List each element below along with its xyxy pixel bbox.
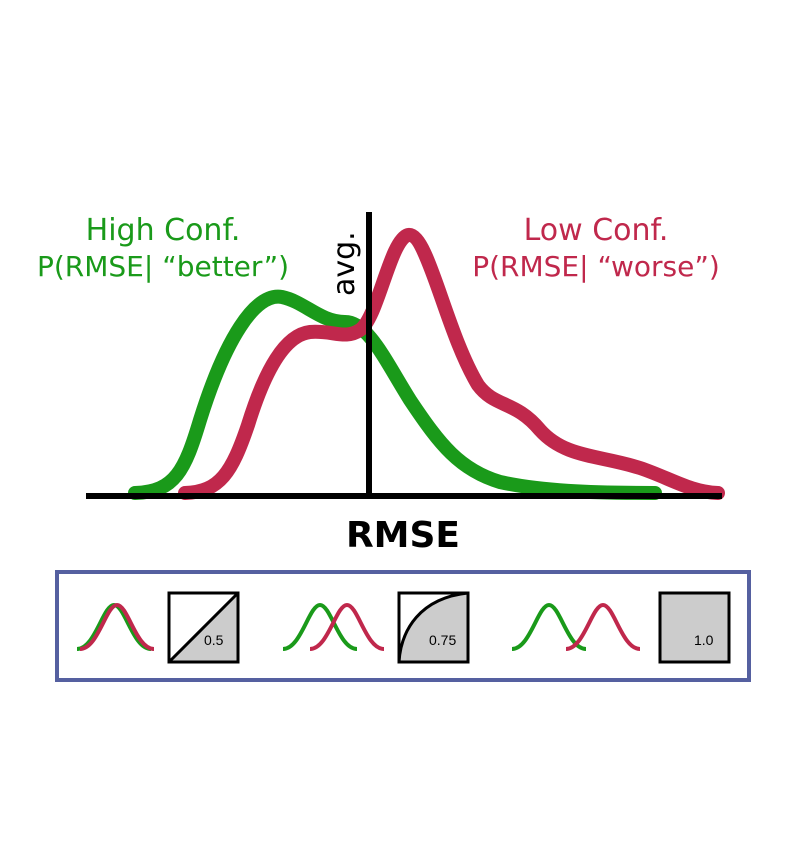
legend-panel-2: 0.75 xyxy=(282,591,470,664)
roc-area xyxy=(399,593,468,662)
red-label-title: Low Conf. xyxy=(524,213,669,248)
legend-green-bump xyxy=(282,602,358,651)
legend-red-bump xyxy=(309,602,385,651)
roc-curve xyxy=(167,591,240,664)
roc-frame xyxy=(167,591,240,664)
roc-curve xyxy=(397,591,469,663)
green-label-formula: P(RMSE| “better”) xyxy=(37,250,289,283)
legend-panel-1: 0.5 xyxy=(76,591,240,664)
auc-label: 1.0 xyxy=(694,632,714,648)
roc-frame xyxy=(658,591,731,664)
legend-panel-3: 1.0 xyxy=(511,591,731,664)
x-axis-label: RMSE xyxy=(346,515,460,556)
roc-frame xyxy=(397,591,470,664)
avg-label: avg. xyxy=(327,231,362,296)
red-label-formula: P(RMSE| “worse”) xyxy=(472,250,720,283)
roc-area xyxy=(660,593,729,662)
red-density-curve xyxy=(178,228,725,500)
legend-red-bump xyxy=(79,602,155,651)
legend-green-bump xyxy=(511,602,587,651)
legend-box xyxy=(55,570,751,682)
auc-label: 0.5 xyxy=(204,632,224,648)
green-label-title: High Conf. xyxy=(86,213,241,248)
green-density-curve xyxy=(128,289,662,500)
legend-red-bump xyxy=(565,602,641,651)
auc-label: 0.75 xyxy=(429,632,456,648)
